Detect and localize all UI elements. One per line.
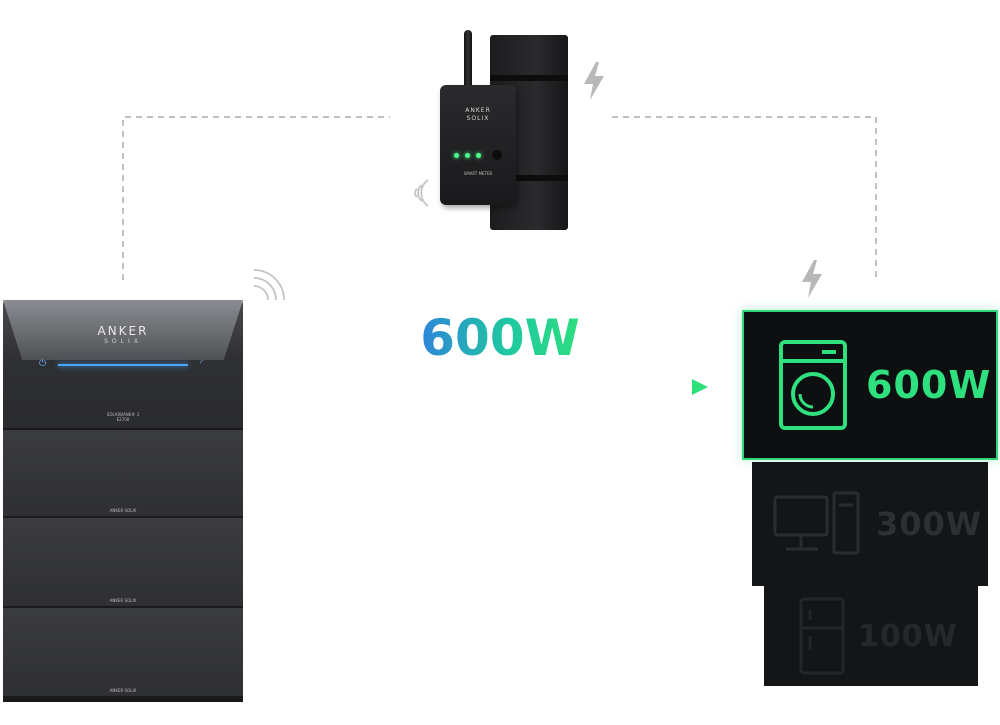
wireless-signal-icon — [414, 179, 429, 207]
meter-brand-sub: SOLIX — [466, 115, 490, 122]
led-icon — [465, 153, 470, 158]
washing-machine-icon — [779, 340, 847, 430]
appliance-card-computer: 300W — [752, 462, 988, 586]
battery-module — [3, 428, 243, 518]
battery-brand-sub: SOLIX — [104, 338, 142, 345]
battery-tower: ANKER SOLIX ⏻ ◜ SOLARBANK® 3 E2700 ANKER… — [3, 300, 243, 702]
meter-status-leds — [454, 153, 504, 161]
lightning-icon — [584, 62, 604, 100]
meter-front-panel — [440, 85, 516, 205]
battery-top-face — [3, 300, 243, 360]
wireless-signal-icon — [253, 269, 285, 301]
appliance-power-label: 300W — [876, 505, 983, 543]
refrigerator-icon — [799, 597, 845, 675]
smart-meter-device: ANKER SOLIX SMART METER — [430, 25, 570, 230]
battery-module — [3, 516, 243, 608]
battery-module-label: ANKER SOLIX — [109, 688, 137, 693]
wire-meter-to-appliance — [612, 116, 877, 280]
power-flow-arrow — [284, 379, 708, 395]
battery-module — [3, 606, 243, 698]
lightning-icon — [802, 260, 822, 298]
battery-brand-name: ANKER — [97, 324, 149, 338]
appliance-power-label: 600W — [866, 363, 992, 407]
wire-battery-to-meter — [122, 116, 390, 280]
battery-base — [3, 696, 243, 702]
wifi-icon: ◜ — [200, 359, 204, 369]
power-icon: ⏻ — [39, 359, 47, 369]
antenna-icon — [464, 30, 472, 100]
battery-light-strip — [58, 364, 188, 366]
battery-model-label: SOLARBANK® 3 E2700 — [106, 412, 140, 422]
meter-brand-name: ANKER — [465, 107, 491, 114]
meter-caption: SMART METER — [463, 171, 493, 176]
battery-module-label: ANKER SOLIX — [109, 508, 137, 513]
meter-brand: ANKER SOLIX — [450, 107, 506, 123]
appliance-card-refrigerator: 100W — [764, 586, 978, 686]
battery-module-label: ANKER SOLIX — [109, 598, 137, 603]
appliance-card-washing-machine: 600W — [742, 310, 998, 460]
appliance-power-label: 100W — [858, 618, 958, 654]
led-icon — [476, 153, 481, 158]
flow-power-label: 600W — [410, 308, 590, 368]
desktop-computer-icon — [773, 491, 860, 555]
meter-button — [492, 150, 502, 160]
led-icon — [454, 153, 459, 158]
